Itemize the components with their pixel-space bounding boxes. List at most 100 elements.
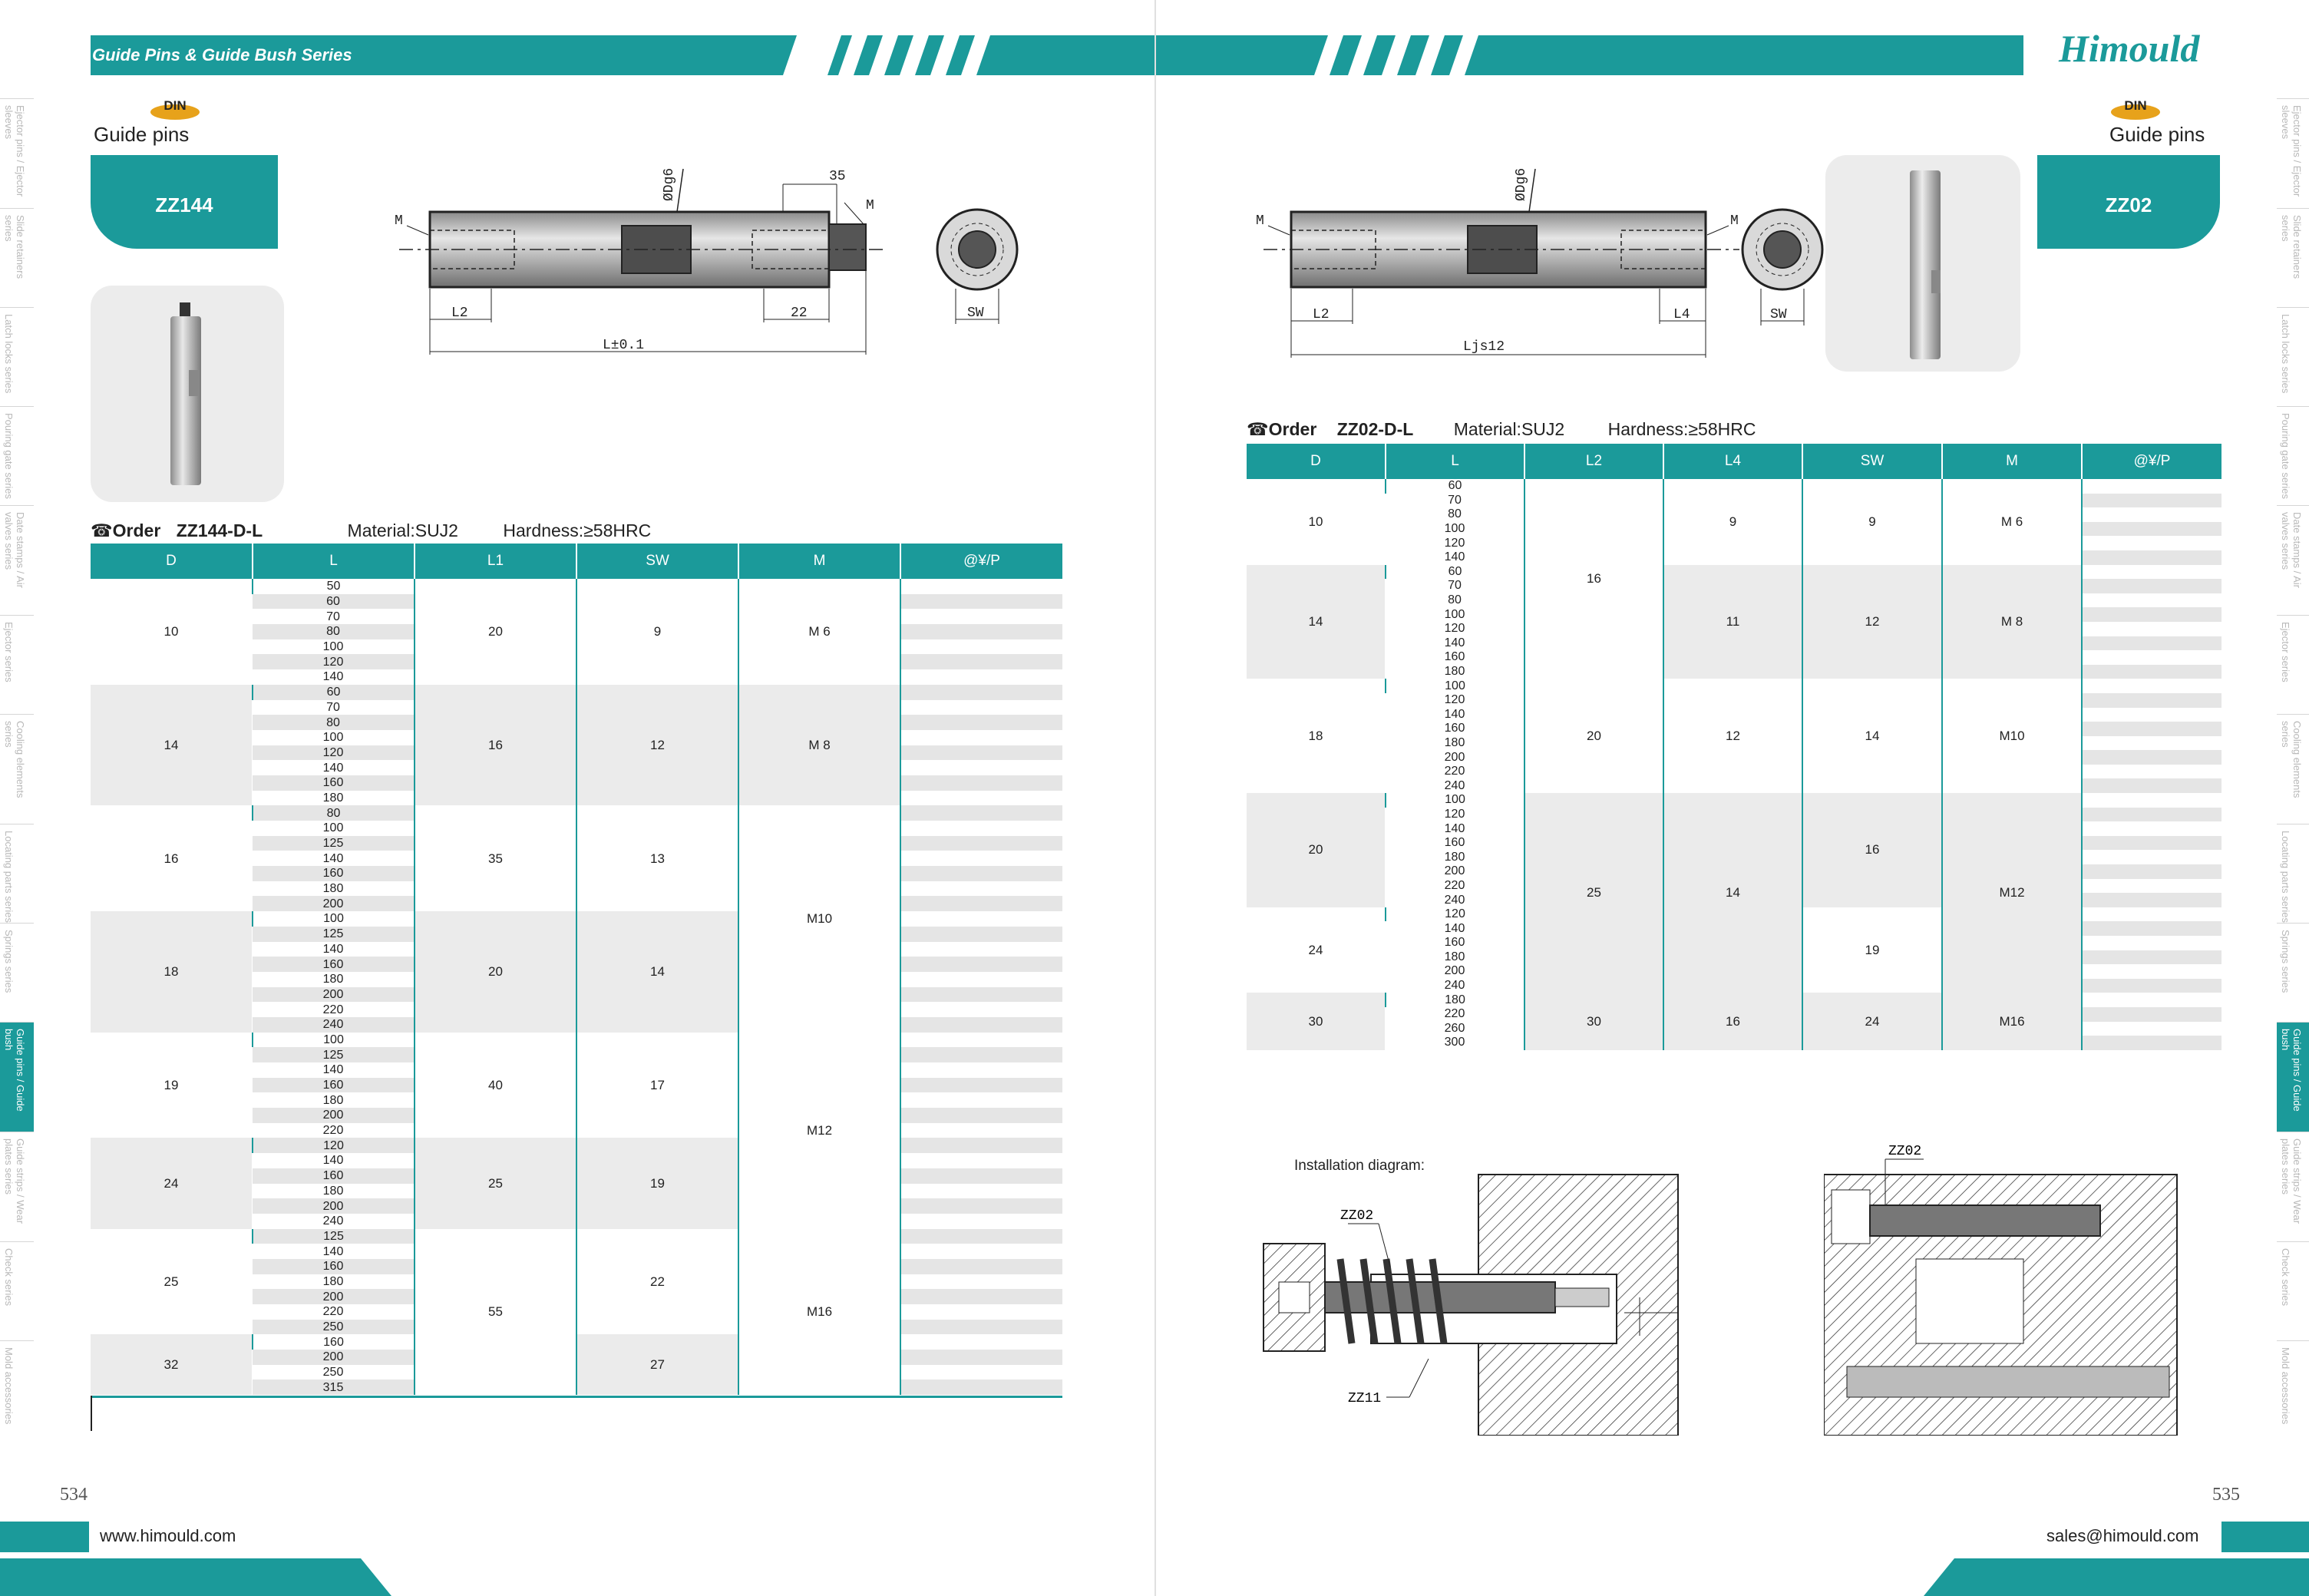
cell-price: [900, 1213, 1062, 1229]
side-tab[interactable]: Mold accessories: [0, 1340, 34, 1439]
cell-m: M12: [1941, 793, 2082, 993]
cell-d: 19: [91, 1032, 253, 1138]
label-zz11: ZZ11: [1348, 1391, 1381, 1406]
side-tab[interactable]: Pouring gate series: [2277, 406, 2309, 505]
dim-dia: ØDg6: [1514, 168, 1529, 201]
cell-l1: 25: [414, 1138, 576, 1229]
cell-price: [2081, 692, 2221, 708]
cell-m: M10: [1941, 679, 2082, 794]
cell-price: [900, 896, 1062, 912]
table-row: 70: [1247, 579, 2221, 593]
side-tab[interactable]: Slide retainers series: [2277, 208, 2309, 307]
cell-l: 160: [252, 1334, 415, 1350]
side-tab[interactable]: Guide strips / Wear plates series: [2277, 1132, 2309, 1241]
table-row: 160: [91, 866, 1062, 881]
table-row: 200: [1247, 964, 2221, 979]
side-tab-label: Guide pins / Guide bush: [3, 1029, 26, 1112]
cell-l: 100: [1385, 793, 1524, 808]
cell-price: [2081, 978, 2221, 993]
dim-m2: M: [1730, 213, 1739, 229]
cell-price: [2081, 664, 2221, 679]
side-tab[interactable]: Mold accessories: [2277, 1340, 2309, 1439]
product-code-tab: ZZ144: [91, 155, 278, 249]
table-row: 120: [1247, 692, 2221, 708]
cell-price: [2081, 936, 2221, 950]
cell-l: 70: [253, 699, 415, 715]
table-row: 120: [91, 654, 1062, 670]
side-tab[interactable]: Ejector pins / Ejector sleeves: [0, 98, 34, 208]
product-photo: [1825, 155, 2020, 372]
cell-price: [900, 1198, 1062, 1214]
table-row: 120: [1247, 621, 2221, 636]
side-tab-label: Date stamps / Air valves series: [3, 512, 26, 588]
cell-l: 200: [253, 896, 415, 912]
cell-d: 10: [1247, 479, 1386, 565]
cell-price: [2081, 593, 2221, 608]
cell-price: [900, 1122, 1062, 1138]
cell-l: 80: [1386, 507, 1524, 522]
side-tab[interactable]: Check series: [2277, 1241, 2309, 1340]
phone-icon: ☎: [1247, 419, 1269, 439]
table-row: 250: [91, 1364, 1062, 1380]
side-tab[interactable]: Springs series: [2277, 923, 2309, 1022]
side-tab[interactable]: Ejector pins / Ejector sleeves: [2277, 98, 2309, 208]
cell-price: [2081, 479, 2221, 494]
cell-l: 140: [1386, 921, 1524, 936]
cell-d: 24: [1247, 907, 1386, 993]
cell-l: 220: [1386, 878, 1524, 894]
cell-price: [2081, 636, 2221, 651]
side-tab[interactable]: Slide retainers series: [0, 208, 34, 307]
cell-price: [900, 1258, 1062, 1274]
cell-price: [2081, 850, 2221, 865]
series-banner: [91, 35, 797, 75]
cell-l: 120: [1386, 692, 1524, 708]
table-row: 140: [91, 1153, 1062, 1168]
side-tab[interactable]: Springs series: [0, 923, 34, 1022]
side-tab[interactable]: Ejector series: [0, 615, 34, 714]
cell-price: [900, 624, 1062, 639]
cell-price: [2081, 993, 2221, 1007]
side-tab[interactable]: Ejector series: [2277, 615, 2309, 714]
side-tab[interactable]: Guide pins / Guide bush: [2277, 1022, 2309, 1132]
side-tab[interactable]: Guide pins / Guide bush: [0, 1022, 34, 1132]
section-title: Guide pins: [2109, 123, 2205, 146]
footer-website[interactable]: www.himould.com: [100, 1526, 236, 1545]
table-row: 125: [91, 835, 1062, 851]
cell-price: [2081, 893, 2221, 907]
side-tab[interactable]: Date stamps / Air valves series: [2277, 505, 2309, 615]
side-tab-label: Guide strips / Wear plates series: [3, 1138, 26, 1224]
table-row: 200: [91, 1108, 1062, 1123]
table-row: 220: [91, 1122, 1062, 1138]
footer-block: [2221, 1522, 2309, 1552]
side-tab[interactable]: Guide strips / Wear plates series: [0, 1132, 34, 1241]
side-tab[interactable]: Latch locks series: [0, 307, 34, 406]
side-tab[interactable]: Locating parts series: [0, 824, 34, 923]
cell-price: [2081, 564, 2221, 580]
column-header: D: [91, 544, 253, 579]
side-tab[interactable]: Pouring gate series: [0, 406, 34, 505]
table-row: 240: [1247, 778, 2221, 794]
cell-sw: 12: [1802, 564, 1942, 679]
cell-price: [900, 1032, 1062, 1048]
side-tab-label: Mold accessories: [3, 1347, 15, 1425]
side-tab-label: Ejector series: [2280, 622, 2291, 682]
table-row: 80: [1247, 593, 2221, 608]
side-tab-label: Cooling elements series: [2280, 721, 2303, 798]
cell-l: 100: [1386, 607, 1524, 622]
side-tab[interactable]: Cooling elements series: [2277, 714, 2309, 824]
cell-l: 180: [1386, 950, 1524, 965]
side-tab[interactable]: Latch locks series: [2277, 307, 2309, 406]
side-tab[interactable]: Locating parts series: [2277, 824, 2309, 923]
cell-l: 140: [1386, 636, 1524, 651]
side-tab[interactable]: Cooling elements series: [0, 714, 34, 824]
side-tab[interactable]: Date stamps / Air valves series: [0, 505, 34, 615]
cell-l: 200: [1386, 864, 1524, 879]
dim-m1: M: [1256, 213, 1264, 229]
table-row: 100: [91, 729, 1062, 745]
side-tab[interactable]: Check series: [0, 1241, 34, 1340]
footer-email[interactable]: sales@himould.com: [2046, 1526, 2199, 1545]
table-row: 70: [1247, 493, 2221, 508]
